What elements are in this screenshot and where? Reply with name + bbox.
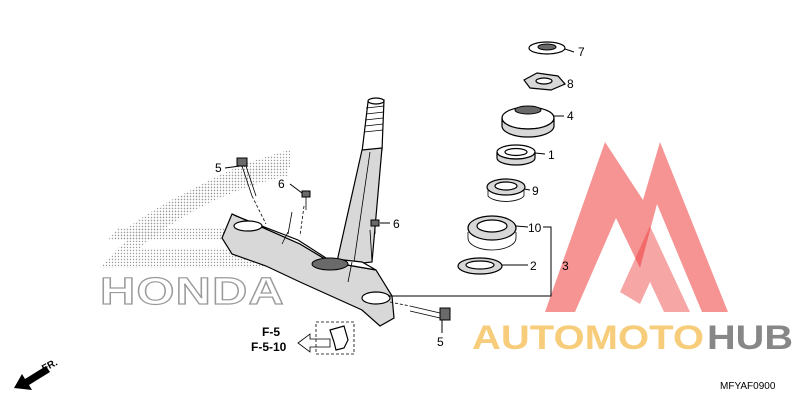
diagram-code: MFYAF0900	[720, 381, 776, 392]
cable-clip	[315, 321, 355, 355]
reference-f5[interactable]: F-5	[262, 325, 280, 339]
callout-1: 1	[548, 148, 555, 162]
logo-mark	[545, 142, 728, 312]
steering-stem	[221, 97, 395, 327]
callout-6-right: 6	[393, 217, 400, 231]
logo-text-hub: HUB	[707, 319, 793, 357]
front-direction-indicator: FR.	[14, 357, 60, 390]
callout-9: 9	[532, 184, 539, 198]
callout-6-left: 6	[278, 177, 285, 191]
bolt-6-left	[299, 190, 311, 237]
callout-5-lower: 5	[437, 335, 444, 349]
bolt-5-upper	[236, 157, 267, 225]
bearing-stack	[457, 41, 566, 275]
callout-10: 10	[528, 221, 542, 235]
reference-arrow-icon	[297, 333, 331, 353]
honda-wordmark: HONDA	[100, 271, 285, 313]
leader-lines	[224, 48, 575, 333]
callout-3: 3	[562, 259, 569, 273]
bolt-6-right	[370, 219, 380, 234]
callout-2: 2	[530, 259, 537, 273]
callout-labels: 7 8 4 1 9 10 2 3 5 6 6 5	[215, 45, 585, 349]
bolt-5-lower	[389, 301, 451, 321]
figure-reference[interactable]: F-5 F-5-10	[251, 325, 331, 354]
callout-5-upper: 5	[215, 161, 222, 175]
callout-4: 4	[567, 109, 574, 123]
callout-8: 8	[567, 77, 574, 91]
reference-f5-10[interactable]: F-5-10	[251, 340, 287, 354]
honda-wing-watermark: HONDA	[99, 150, 300, 314]
front-direction-label: FR.	[40, 357, 60, 374]
automotohub-logo: AUTOMOTO HUB	[472, 142, 793, 357]
front-arrow-icon	[14, 366, 50, 390]
callout-7: 7	[578, 45, 585, 59]
logo-text-automoto: AUTOMOTO	[472, 319, 704, 357]
